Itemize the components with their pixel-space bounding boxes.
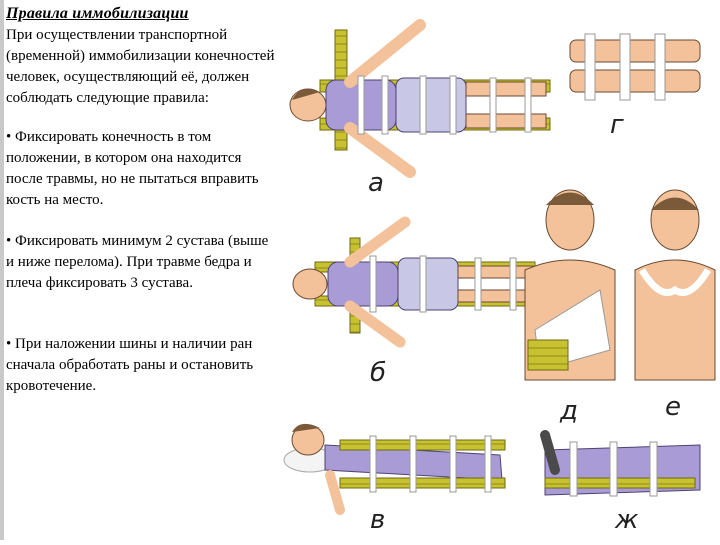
rule-item-2: • Фиксировать минимум 2 сустава (выше и … [6, 233, 269, 291]
immobilization-illustrations [283, 19, 716, 515]
text-panel: Правила иммобилизации При осуществлении … [6, 4, 278, 536]
figure-a-cross-splint [289, 19, 551, 178]
figure-g-legs-bandaged [569, 33, 701, 101]
left-border-stripe [0, 0, 4, 540]
illustration-area: а б в г д е ж [270, 0, 720, 540]
figure-label-e: е [665, 392, 681, 422]
figure-b-leg-splints [292, 216, 536, 348]
figure-d-arm-sling [524, 189, 616, 381]
figure-label-zh: ж [615, 505, 639, 535]
rule-item-1: • Фиксировать конечность в том положении… [6, 129, 259, 208]
figure-v-body-splint [283, 423, 506, 515]
figure-label-v: в [370, 505, 386, 535]
figure-label-g: г [610, 110, 624, 140]
slide-title: Правила иммобилизации [6, 5, 189, 22]
figure-label-d: д [560, 396, 578, 426]
figure-label-a: а [368, 168, 384, 198]
figure-label-b: б [370, 358, 387, 388]
intro-paragraph: При осуществлении транспортной (временно… [6, 27, 275, 106]
rule-item-3: • При наложении шины и наличии ран снача… [6, 336, 254, 394]
figure-zh-long-splint [540, 430, 701, 497]
figure-e-back-bandage [634, 189, 716, 381]
